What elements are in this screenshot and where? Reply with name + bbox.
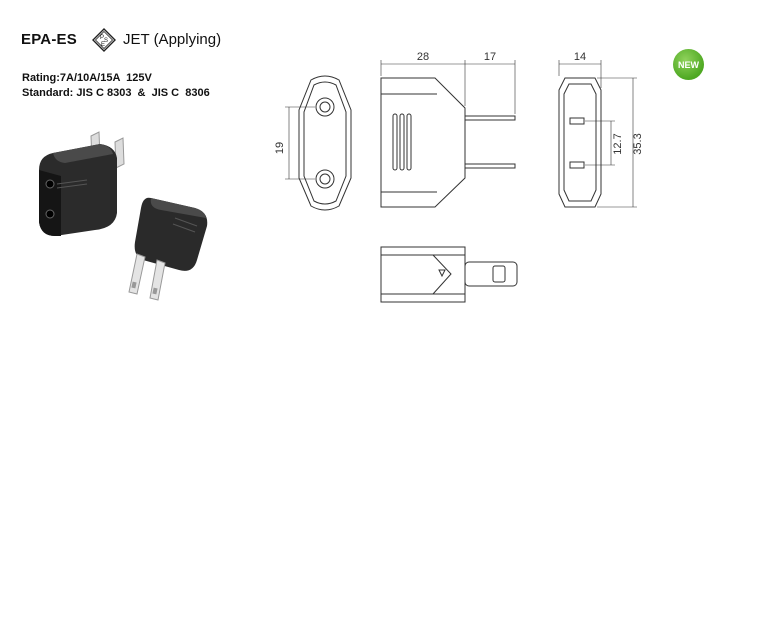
- adapter-side-image: [128, 197, 208, 301]
- model-title: EPA-ES: [21, 31, 77, 48]
- adapter-front-image: [39, 131, 125, 236]
- dim-body-length: 28: [417, 51, 429, 63]
- standard-text: Standard: JIS C 8303 & JIS C 8306: [22, 87, 210, 99]
- certification-label: JET (Applying): [123, 31, 222, 48]
- new-badge-label: NEW: [678, 59, 699, 70]
- dim-height: 35.3: [632, 133, 644, 154]
- technical-drawing: 19 28 17 14 12.7 35.3: [274, 51, 644, 303]
- svg-text:S: S: [104, 38, 108, 44]
- product-photo: [39, 131, 208, 301]
- dim-socket-spacing: 19: [274, 142, 286, 154]
- dim-pin-spacing: 12.7: [612, 133, 624, 154]
- side-view: [380, 60, 516, 208]
- front-view: [285, 75, 352, 211]
- dim-pin-length: 17: [484, 51, 496, 63]
- svg-text:P: P: [100, 35, 104, 41]
- pse-diamond-icon: P S E: [92, 28, 116, 52]
- top-view: [380, 246, 518, 303]
- rating-text: Rating:7A/10A/15A 125V: [22, 72, 152, 84]
- end-view: [558, 60, 637, 208]
- dim-width: 14: [574, 51, 586, 63]
- svg-text:E: E: [101, 42, 105, 48]
- new-badge: NEW: [673, 49, 704, 80]
